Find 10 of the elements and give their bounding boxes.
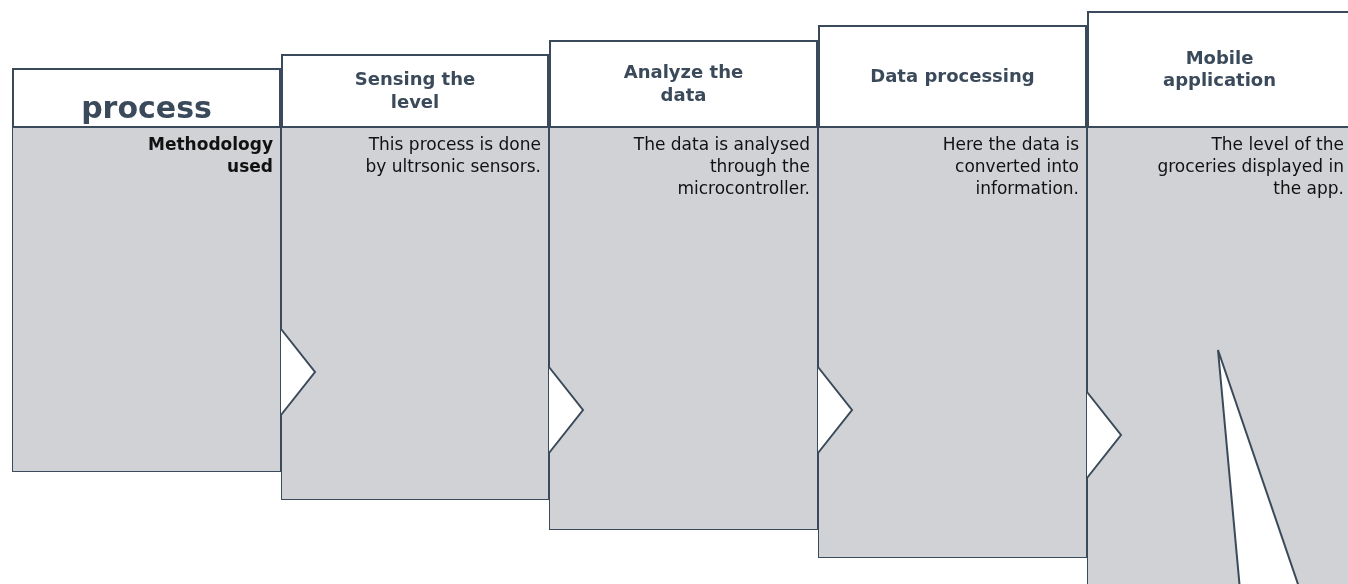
column-heading: Mobile application [1162,46,1277,92]
column-heading: Sensing the level [353,68,477,113]
column-heading: Data processing [869,64,1036,88]
column-heading: process [81,89,212,127]
column-description: The level of the groceries displayed in the app. [1156,133,1345,199]
column-description: Here the data is converted into information. [941,133,1080,199]
column-description: This process is done by ultrsonic sensors. [364,133,542,177]
column-description: The data is analysed through the microcontroller. [632,133,811,199]
column-heading: Analyze the data [622,61,745,106]
column-description: Methodology used [147,133,274,177]
